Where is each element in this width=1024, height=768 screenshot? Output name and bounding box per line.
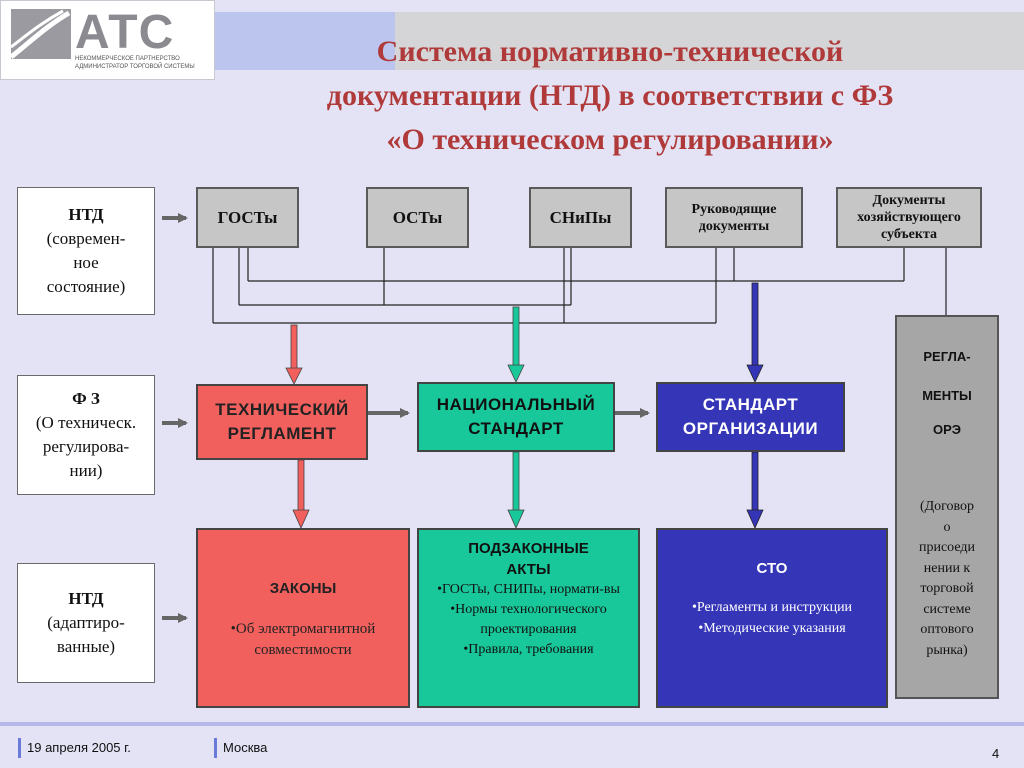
fz-line-1: (О техническ. — [35, 413, 137, 432]
ntd-adapted-line-1: (адаптиро- — [47, 613, 125, 632]
tech-reglament-line-2: РЕГЛАМЕНТ — [227, 424, 337, 443]
reglamenty-line-1: РЕГЛА- — [923, 349, 971, 364]
title-line-3: «О техническом регулировании» — [386, 123, 834, 156]
footer-date-marker — [18, 738, 21, 758]
fz-line-2: регулирова- — [42, 437, 130, 456]
rukovod-line-1: Руководящие — [691, 201, 777, 217]
ntd-current-line-2: ное — [73, 253, 99, 272]
rukovod-box: Руководящие документы — [665, 187, 803, 248]
reglamenty-note-6: системе — [923, 601, 971, 617]
ntd-adapted-line-2: ванные) — [56, 637, 116, 656]
ntd-current-line-3: состояние) — [46, 277, 126, 296]
osty-box: ОСТы — [366, 187, 469, 248]
reglamenty-line-2: МЕНТЫ — [922, 388, 972, 403]
gosty-box: ГОСТы — [196, 187, 299, 248]
hoz-line-2: хозяйствующего — [857, 210, 961, 225]
org-standard-line-1: СТАНДАРТ — [702, 395, 799, 414]
fz-head: Ф З — [72, 389, 100, 408]
sub-acts-head-1: ПОДЗАКОННЫЕ — [468, 540, 589, 557]
green-arrows — [507, 306, 525, 529]
reglamenty-line-3: ОРЭ — [932, 422, 962, 437]
org-standard-box: СТАНДАРТ ОРГАНИЗАЦИИ — [656, 382, 845, 452]
hoz-line-1: Документы — [872, 193, 946, 208]
sub-acts-head-2: АКТЫ — [506, 561, 551, 578]
sub-acts-item-3: •Правила, требования — [463, 642, 594, 657]
sto-box: СТО •Регламенты и инструкции •Методическ… — [656, 528, 888, 708]
laws-head: ЗАКОНЫ — [269, 580, 337, 597]
hoz-subject-box: Документы хозяйствующего субъекта — [836, 187, 982, 248]
reglamenty-note-7: оптового — [920, 622, 974, 637]
logo-subtitle: Некоммерческое партнерство администратор… — [75, 56, 195, 70]
footer-city-marker — [214, 738, 217, 758]
footer-city: Москва — [223, 740, 268, 755]
sub-acts-box: ПОДЗАКОННЫЕ АКТЫ •ГОСТы, СНИПы, нормати-… — [417, 528, 640, 708]
footer-divider — [0, 722, 1024, 726]
sto-item-1: •Регламенты и инструкции — [691, 600, 853, 615]
ntd-adapted-head: НТД — [68, 589, 104, 608]
laws-box: ЗАКОНЫ •Об электромагнитной совместимост… — [196, 528, 410, 708]
reglamenty-note-4: нении к — [923, 560, 971, 576]
reglamenty-note-3: присоеди — [918, 540, 975, 555]
header-band-blue — [215, 12, 395, 70]
sto-head: СТО — [756, 560, 788, 577]
sub-acts-item-2: •Нормы технологического проектирования — [450, 602, 607, 637]
title-line-1: Система нормативно-технической — [376, 35, 844, 68]
logo-swoosh-icon — [11, 9, 71, 59]
ntd-current-head: НТД — [68, 205, 104, 224]
national-standard-line-2: СТАНДАРТ — [468, 419, 564, 438]
sto-item-2: •Методические указания — [698, 621, 846, 636]
reglamenty-ore-box: РЕГЛА- МЕНТЫ ОРЭ (Договор о присоеди нен… — [895, 315, 999, 699]
header-band-grey — [395, 12, 1024, 70]
title-line-2: документации (НТД) в соответствии с ФЗ — [326, 79, 894, 112]
fz-box: Ф З (О техническ. регулирова- нии) — [17, 375, 155, 495]
org-standard-line-2: ОРГАНИЗАЦИИ — [682, 419, 819, 438]
tech-reglament-box: ТЕХНИЧЕСКИЙ РЕГЛАМЕНТ — [196, 384, 368, 460]
logo: АТС Некоммерческое партнерство администр… — [0, 0, 215, 80]
ntd-adapted-box: НТД (адаптиро- ванные) — [17, 563, 155, 683]
tech-reglament-line-1: ТЕХНИЧЕСКИЙ — [215, 400, 349, 419]
laws-item: •Об электромагнитной совместимости — [230, 621, 376, 658]
reglamenty-note-8: рынка) — [926, 642, 968, 658]
ntd-current-line-1: (современ- — [46, 229, 126, 248]
sub-acts-item-1: •ГОСТы, СНИПы, нормати-вы — [437, 582, 620, 597]
snipy-box: СНиПы — [529, 187, 632, 248]
rukovod-line-2: документы — [698, 218, 770, 234]
footer-date: 19 апреля 2005 г. — [27, 740, 131, 755]
blue-arrows — [746, 282, 764, 529]
hoz-line-3: субъекта — [881, 227, 937, 242]
red-arrows — [285, 324, 310, 529]
logo-text: АТС — [75, 6, 175, 59]
page-number: 4 — [992, 746, 1000, 761]
reglamenty-note-5: торговой — [920, 581, 974, 596]
national-standard-line-1: НАЦИОНАЛЬНЫЙ — [436, 395, 596, 414]
reglamenty-note-1: (Договор — [919, 499, 975, 514]
page-title: Система нормативно-технической документа… — [230, 30, 990, 162]
national-standard-box: НАЦИОНАЛЬНЫЙ СТАНДАРТ — [417, 382, 615, 452]
ntd-current-box: НТД (современ- ное состояние) — [17, 187, 155, 315]
fz-line-3: нии) — [69, 461, 103, 480]
reglamenty-note-2: о — [943, 519, 951, 535]
